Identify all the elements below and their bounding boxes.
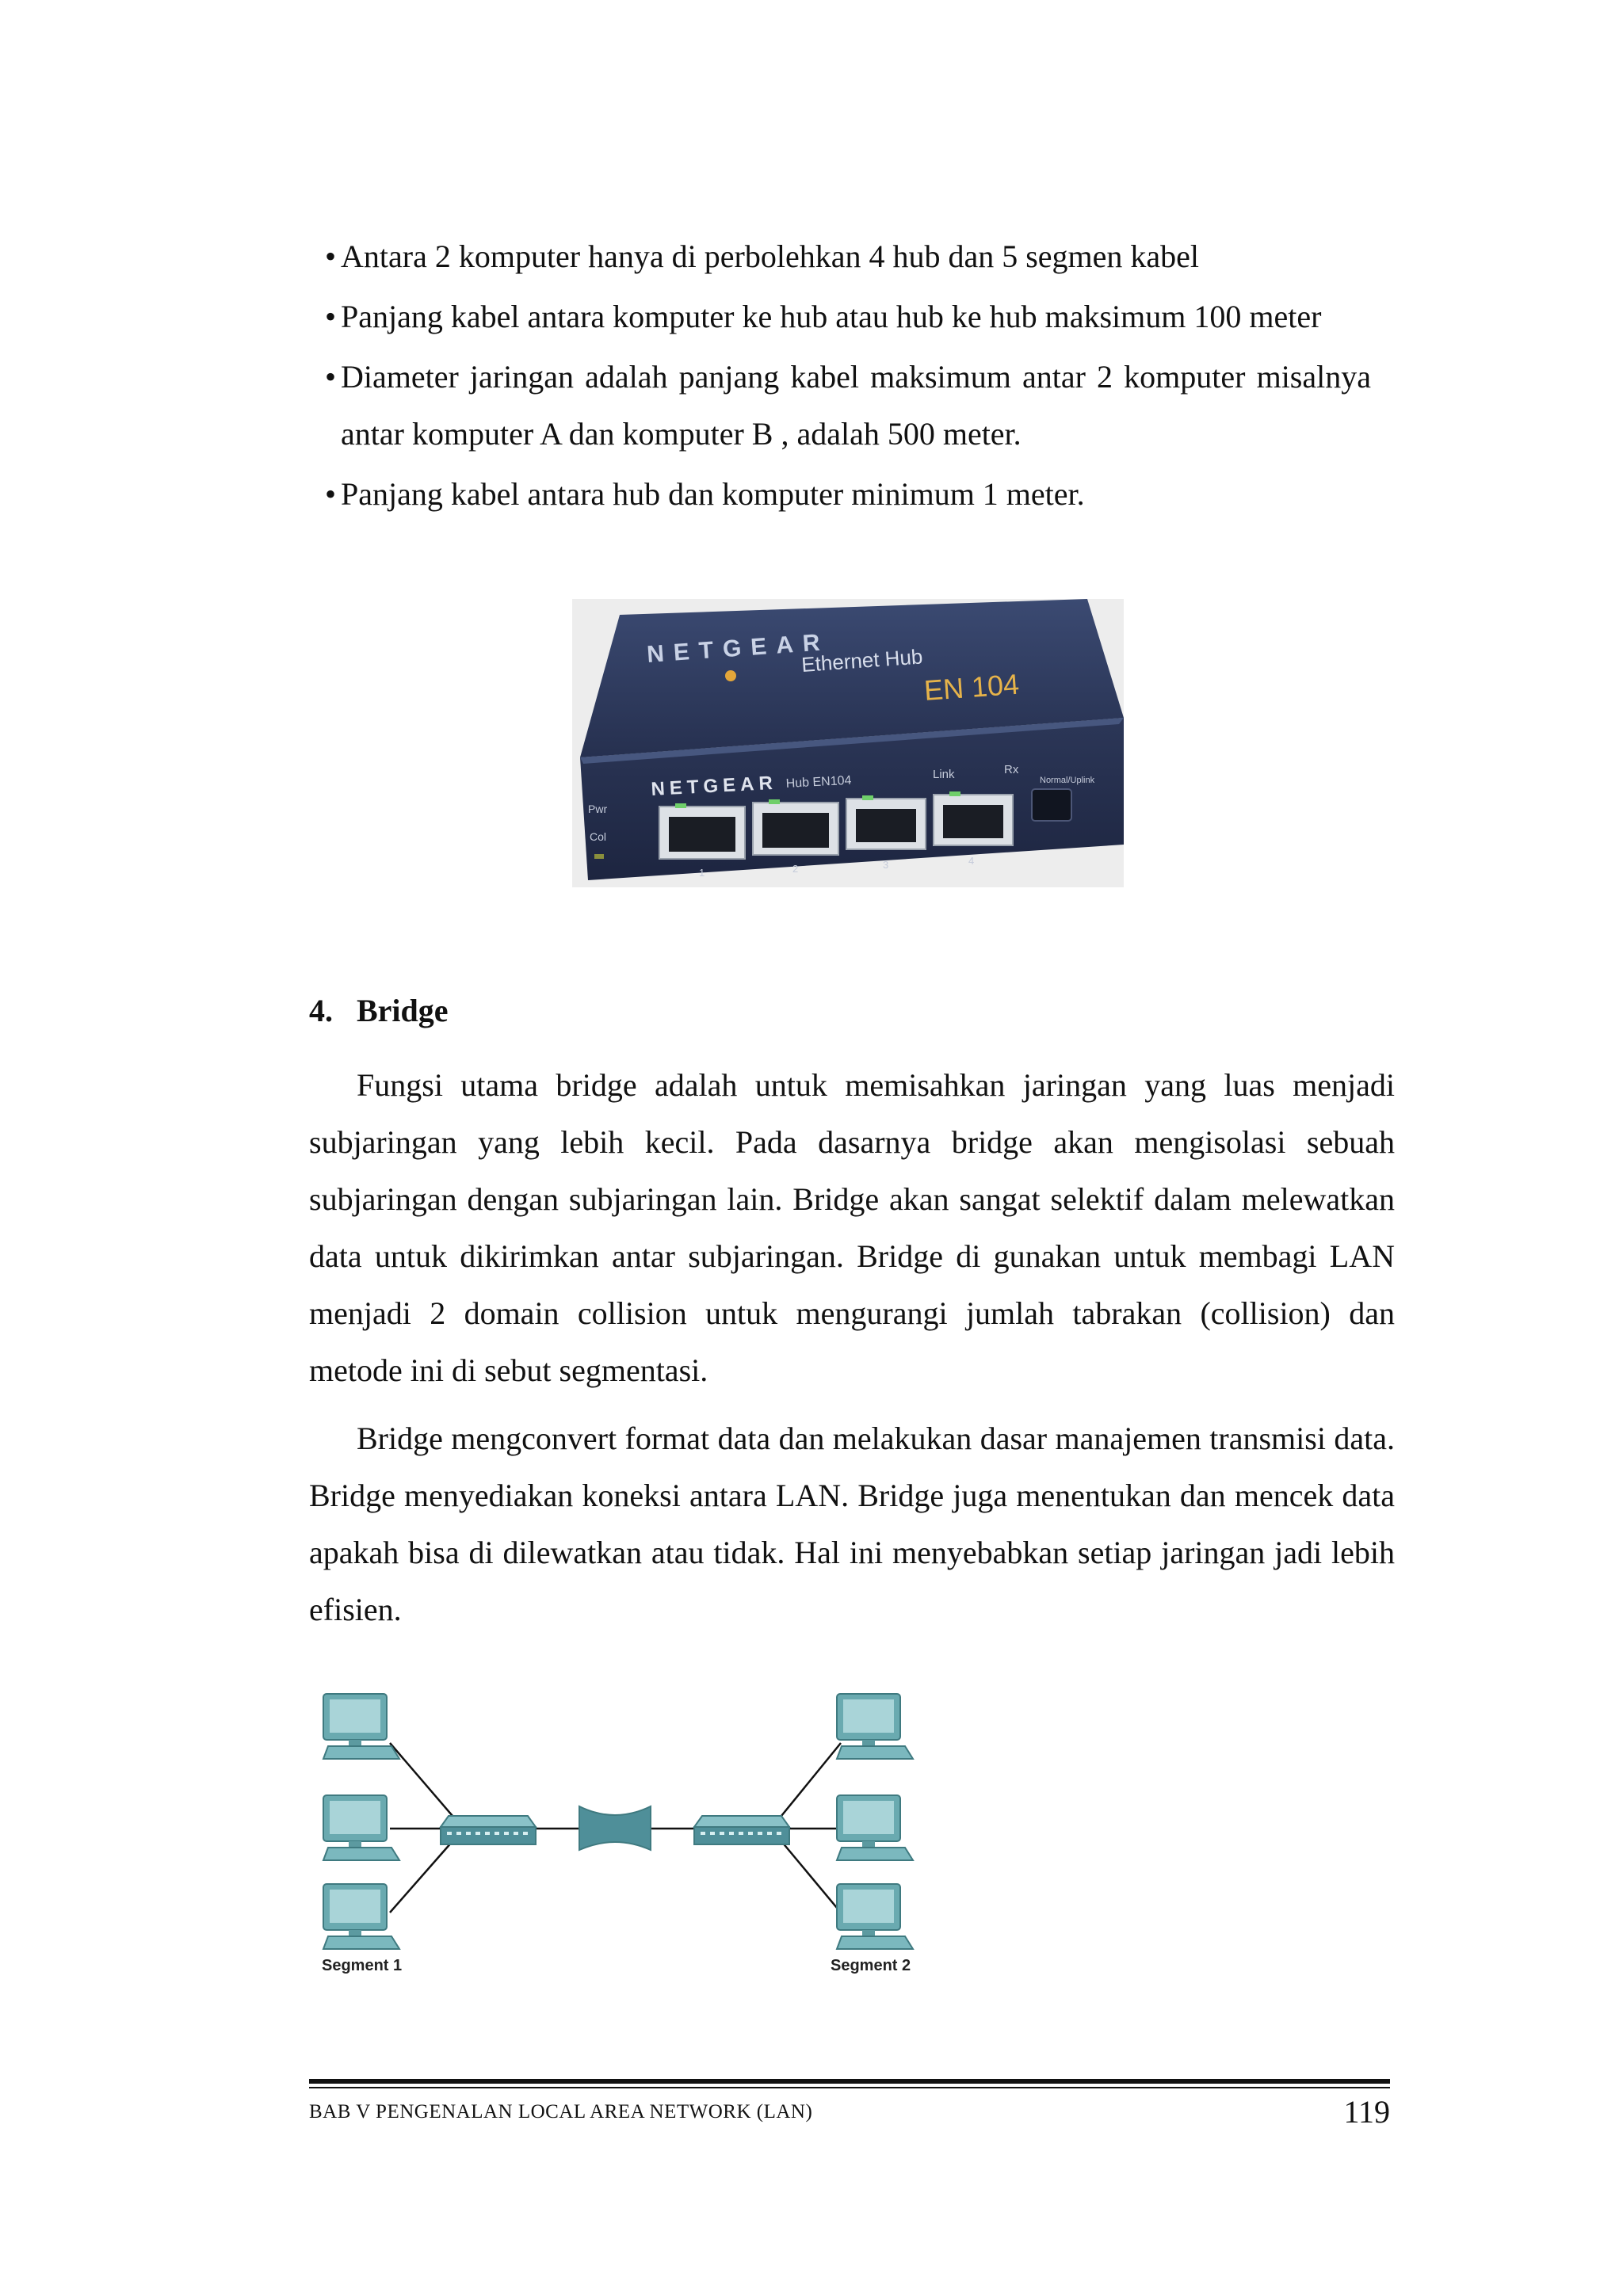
- bullet-dot: •: [325, 238, 337, 274]
- bullet-item: •Antara 2 komputer hanya di perbolehkan …: [325, 228, 1371, 285]
- bullet-text: Antara 2 komputer hanya di perbolehkan 4…: [341, 238, 1200, 274]
- hub-icon: [440, 1815, 537, 1845]
- uplink-switch: [1031, 788, 1072, 822]
- footer-rule: [309, 2087, 1390, 2088]
- footer-rule: [309, 2079, 1390, 2084]
- section-heading: 4. Bridge: [309, 982, 449, 1039]
- indicator-uplink: Normal/Uplink: [1040, 776, 1095, 785]
- indicator-pwr: Pwr: [588, 803, 607, 815]
- paragraph: Fungsi utama bridge adalah untuk memisah…: [309, 1067, 1395, 1388]
- computer-icon: [323, 1794, 400, 1861]
- indicator-link: Link: [933, 768, 955, 781]
- computer-icon: [836, 1883, 914, 1950]
- computer-icon: [323, 1883, 400, 1950]
- bridge-network-diagram: Segment 1 Segment 2: [314, 1688, 932, 1989]
- indicator-rx: Rx: [1004, 763, 1019, 776]
- bullet-dot: •: [325, 476, 337, 512]
- bullet-text: Panjang kabel antara komputer ke hub ata…: [341, 299, 1322, 334]
- bullet-dot: •: [325, 359, 337, 395]
- port-label: 4: [968, 855, 974, 867]
- bridge-icon: [579, 1805, 651, 1852]
- port-label: 3: [883, 859, 888, 871]
- computer-icon: [323, 1693, 400, 1760]
- paragraph: Bridge mengconvert format data dan melak…: [309, 1421, 1395, 1627]
- section-title: Bridge: [357, 993, 449, 1028]
- bullet-text: Diameter jaringan adalah panjang kabel m…: [341, 359, 1371, 452]
- segment-2-label: Segment 2: [831, 1957, 911, 1974]
- section-number: 4.: [309, 993, 333, 1028]
- bullet-item: •Panjang kabel antara hub dan komputer m…: [325, 466, 1371, 523]
- ethernet-hub-photo: NETGEAR Ethernet Hub EN 104 NETGEAR Hub …: [572, 599, 1124, 887]
- port-label: 1: [699, 867, 705, 879]
- network-links: [389, 1742, 842, 1913]
- hub-top-surface: [580, 599, 1124, 757]
- page-number: 119: [1343, 2094, 1390, 2130]
- model-top-text: EN 104: [923, 668, 1021, 707]
- bullet-dot: •: [325, 299, 337, 334]
- bullet-item: •Panjang kabel antara komputer ke hub at…: [325, 288, 1371, 345]
- hub-icon: [693, 1815, 790, 1845]
- segment-1-label: Segment 1: [322, 1957, 402, 1974]
- computer-icon: [836, 1693, 914, 1760]
- port-label: 2: [792, 863, 798, 875]
- bullet-item: •Diameter jaringan adalah panjang kabel …: [325, 349, 1371, 463]
- model-front-text: Hub EN104: [785, 774, 852, 791]
- rj45-ports: [659, 791, 1014, 860]
- indicator-col: Col: [590, 830, 606, 843]
- bullet-list: •Antara 2 komputer hanya di perbolehkan …: [325, 228, 1371, 526]
- computer-icon: [836, 1794, 914, 1861]
- footer-chapter: BAB V PENGENALAN LOCAL AREA NETWORK (LAN…: [309, 2101, 813, 2122]
- bullet-text: Panjang kabel antara hub dan komputer mi…: [341, 476, 1085, 512]
